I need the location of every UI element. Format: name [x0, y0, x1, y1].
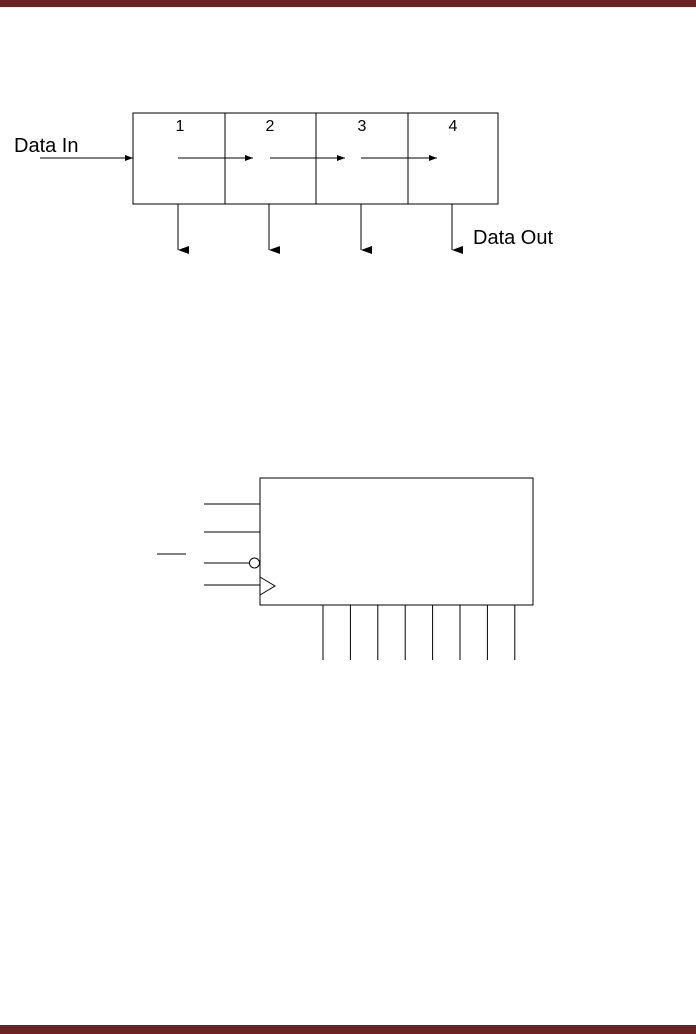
data-out-label: Data Out [473, 227, 553, 249]
register-block [259, 477, 534, 606]
top-border-bar [0, 0, 696, 7]
stage-number: 3 [358, 118, 367, 135]
register-stage: 3 [315, 112, 437, 254]
inversion-bubble [249, 557, 260, 569]
stage-number: 4 [449, 118, 458, 135]
output-lines [322, 605, 516, 660]
clock-edge-symbol [259, 576, 276, 596]
data-in-label: Data In [14, 135, 78, 157]
stage-number: 2 [266, 118, 275, 135]
stage-number: 1 [176, 118, 185, 135]
register-stage: 1 [132, 112, 253, 254]
shift-register-diagram: Data In 1 2 3 4 Data Out [14, 112, 553, 254]
register-block-diagram [157, 477, 534, 660]
register-stage: 2 [224, 112, 345, 254]
register-stage: 4 [407, 112, 499, 254]
bottom-border-bar [0, 1025, 696, 1034]
